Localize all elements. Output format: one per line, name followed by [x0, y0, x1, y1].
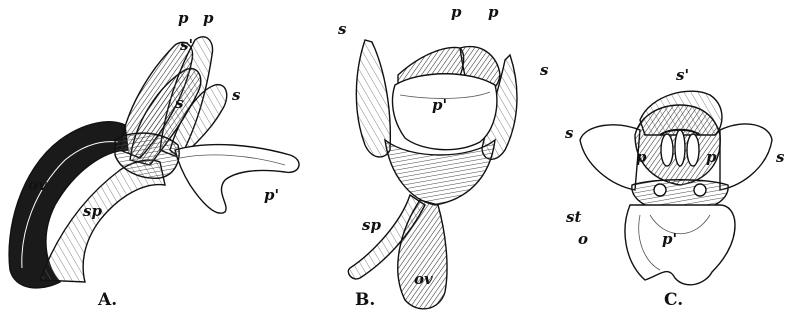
- figure-c-sepal-left: [580, 125, 640, 190]
- figure-c-label-o: o: [578, 232, 588, 247]
- figure-c-label-s-prime: s': [676, 68, 689, 83]
- figure-a-label-sp: sp: [83, 204, 102, 219]
- figure-b-label-p1: p: [451, 5, 462, 20]
- figure-c-caption: C.: [664, 292, 683, 309]
- figure-a-label-p1: p: [178, 11, 189, 26]
- figure-b-caption: B.: [355, 292, 375, 309]
- figure-c-label-s-right: s: [776, 150, 784, 165]
- figure-c-sepal-right: [720, 124, 772, 190]
- figure-c-label-p1: p: [636, 150, 647, 165]
- figure-c-label-s-left: s: [565, 126, 573, 141]
- figure-a-label-p-prime: p': [264, 188, 279, 203]
- figure-b-label-ov: ov: [414, 272, 433, 287]
- figure-b-label-p-prime: p': [432, 98, 447, 113]
- figure-b-label-s-left: s: [338, 22, 346, 37]
- figure-a-drawing: [9, 37, 299, 288]
- figure-a-caption: A.: [98, 292, 117, 309]
- figure-a-label-s-prime: s': [180, 38, 193, 53]
- figure-b-label-sp: sp: [362, 218, 381, 233]
- figure-a-lip-petal: [175, 145, 299, 214]
- figure-c-label-st: st: [566, 210, 581, 225]
- figure-b-drawing: [348, 40, 517, 309]
- figure-a-label-p2: p: [203, 11, 214, 26]
- figure-b-label-s-right: s: [540, 63, 548, 78]
- figure-a-label-s1: s: [175, 96, 183, 111]
- figure-a-label-ov: ov: [28, 178, 47, 193]
- figure-c-label-p-prime: p': [662, 232, 677, 247]
- figure-a-label-s2: s: [232, 88, 240, 103]
- figure-c-drawing: [580, 91, 772, 285]
- figure-c-label-p2: p: [706, 150, 717, 165]
- figure-b-label-p2: p: [488, 5, 499, 20]
